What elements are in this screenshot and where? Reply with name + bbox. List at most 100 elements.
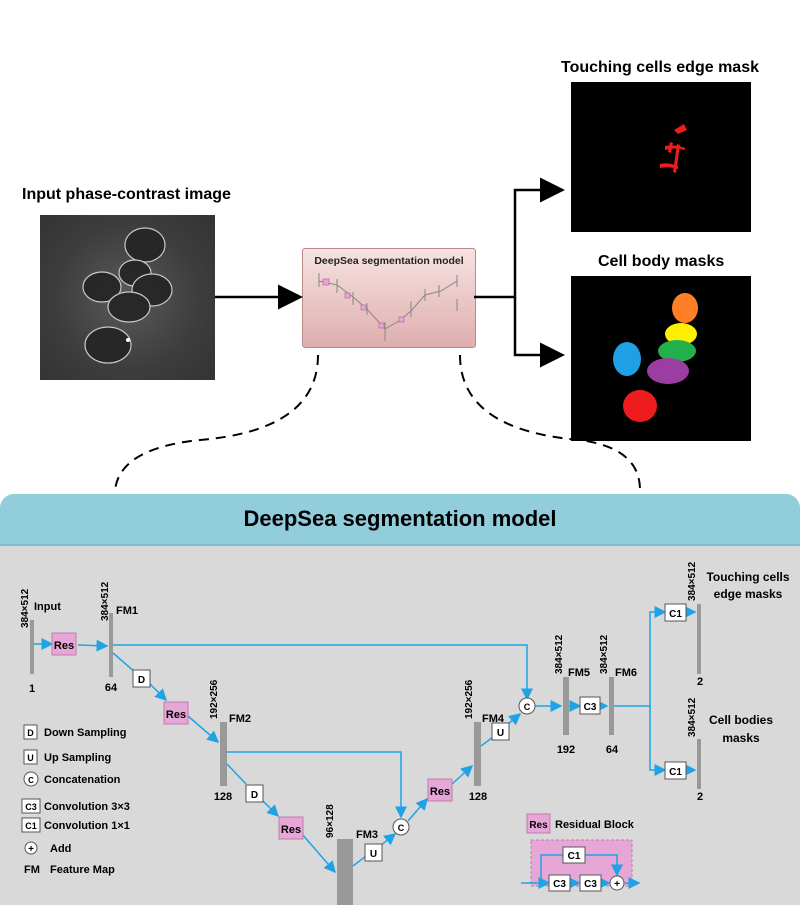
legend-d-key: D	[27, 728, 34, 738]
legend-fm-text: Feature Map	[50, 864, 115, 876]
concat-op-2-label: C	[524, 702, 531, 712]
fm2-dim: 192×256	[209, 679, 220, 719]
top-connectors	[114, 177, 641, 491]
mask-cyan	[613, 342, 641, 376]
down-op-2-label: D	[251, 790, 258, 801]
res-detail-c3-b: C3	[584, 879, 597, 890]
body-mask-picture	[613, 293, 698, 422]
model-thumbnail-title: DeepSea segmentation model	[314, 255, 464, 267]
fm1-label: FM1	[116, 605, 138, 617]
out2-label-line2: masks	[722, 731, 760, 745]
legend-c3-key: C3	[25, 802, 37, 812]
input-channels: 1	[29, 683, 35, 695]
mask-green	[658, 340, 696, 362]
conv1-op-1	[664, 603, 687, 622]
res-block-2	[163, 701, 189, 725]
out2-dim: 384×512	[687, 697, 698, 737]
legend-c1-key: C1	[25, 821, 37, 831]
input-bar	[30, 620, 34, 674]
conv1-op-2-label: C1	[669, 767, 682, 778]
fm6-label: FM6	[615, 667, 637, 679]
out1-label-line2: edge masks	[714, 587, 783, 601]
panel-title: DeepSea segmentation model	[243, 506, 557, 531]
out1-dim: 384×512	[687, 561, 698, 601]
out2-label-line1: Cell bodies	[709, 713, 773, 727]
fm5-channels: 192	[557, 744, 575, 756]
dashed-zoom-right	[459, 354, 641, 491]
fm1-dim: 384×512	[100, 581, 111, 621]
up-op-1	[364, 843, 383, 862]
fm3-label: FM3	[356, 829, 378, 841]
fm5-bar	[563, 677, 569, 735]
down-op-1-label: D	[138, 675, 145, 686]
res-block-3	[278, 816, 304, 840]
legend-u-key: U	[27, 753, 34, 763]
dashed-zoom-left	[114, 354, 319, 491]
res-block-1-label: Res	[54, 640, 74, 652]
edge-mask-picture	[660, 124, 687, 173]
input-image-title: Input phase-contrast image	[22, 186, 231, 203]
cell-cluster-picture	[82, 227, 173, 364]
mask-red	[623, 390, 657, 422]
out2-channels: 2	[697, 791, 703, 803]
conv3-op-label: C3	[584, 702, 597, 713]
network-diagram: Res Res Res Res D D U U C C C3 C1 C1 384…	[20, 561, 790, 905]
model-detail-panel: DeepSea segmentation model	[0, 494, 800, 905]
legend-d-text: Down Sampling	[44, 727, 127, 739]
fm6-dim: 384×512	[599, 634, 610, 674]
concat-op-1-label: C	[398, 823, 405, 833]
up-op-2-label: U	[497, 728, 504, 739]
arrow-model-to-outputs	[474, 177, 565, 299]
res-block-2-label: Res	[166, 709, 186, 721]
res-block-4	[427, 778, 453, 802]
res-blocks: Res Res Res Res	[51, 632, 453, 840]
out2-bar	[697, 739, 701, 789]
down-op-1	[132, 669, 151, 688]
fm3-bar	[337, 839, 353, 905]
arrow-model-to-body	[513, 297, 565, 368]
fm4-bar	[474, 722, 481, 786]
mask-purple	[647, 358, 689, 384]
out1-channels: 2	[697, 676, 703, 688]
input-dim: 384×512	[20, 588, 31, 628]
res-block-4-label: Res	[430, 786, 450, 798]
edge-mask-title: Touching cells edge mask	[561, 59, 759, 76]
fm1-bar	[109, 613, 113, 677]
fm4-label: FM4	[482, 713, 505, 725]
fm1-channels: 64	[105, 682, 118, 694]
fm2-label: FM2	[229, 713, 251, 725]
legend-c-text: Concatenation	[44, 774, 121, 786]
concat-op-1	[392, 818, 410, 836]
res-detail-add: +	[614, 879, 620, 890]
body-mask-image	[571, 276, 751, 441]
fm5-dim: 384×512	[554, 634, 565, 674]
conv3-op	[579, 696, 601, 715]
res-detail-c3-a: C3	[553, 879, 566, 890]
legend-c-key: C	[28, 776, 34, 785]
res-block-1	[51, 632, 77, 656]
residual-block-detail: C1 C3 C3 +	[521, 839, 641, 892]
fm3-dim: 96×128	[325, 804, 336, 838]
legend-fm-key: FM	[24, 864, 40, 876]
conv1-op-1-label: C1	[669, 609, 682, 620]
legend: D Down Sampling U Up Sampling C Concaten…	[21, 724, 635, 876]
legend-res-text: Residual Block	[555, 819, 635, 831]
out1-label-line1: Touching cells	[706, 570, 789, 584]
legend-u-text: Up Sampling	[44, 752, 111, 764]
mask-yellow	[665, 323, 697, 345]
legend-res-key: Res	[529, 820, 548, 831]
legend-add-text: Add	[50, 843, 71, 855]
legend-c1-text: Convolution 1×1	[44, 820, 130, 832]
fm2-bar	[220, 722, 227, 786]
legend-add-key: +	[28, 844, 34, 855]
fm6-channels: 64	[606, 744, 619, 756]
res-block-3-label: Res	[281, 824, 301, 836]
up-op-2	[491, 722, 510, 741]
body-mask-title: Cell body masks	[598, 253, 725, 270]
fm2-channels: 128	[214, 791, 232, 803]
input-label: Input	[34, 601, 61, 613]
fm4-dim: 192×256	[464, 679, 475, 719]
edge-mask-image	[571, 82, 751, 232]
fm5-label: FM5	[568, 667, 590, 679]
legend-c3-text: Convolution 3×3	[44, 801, 130, 813]
